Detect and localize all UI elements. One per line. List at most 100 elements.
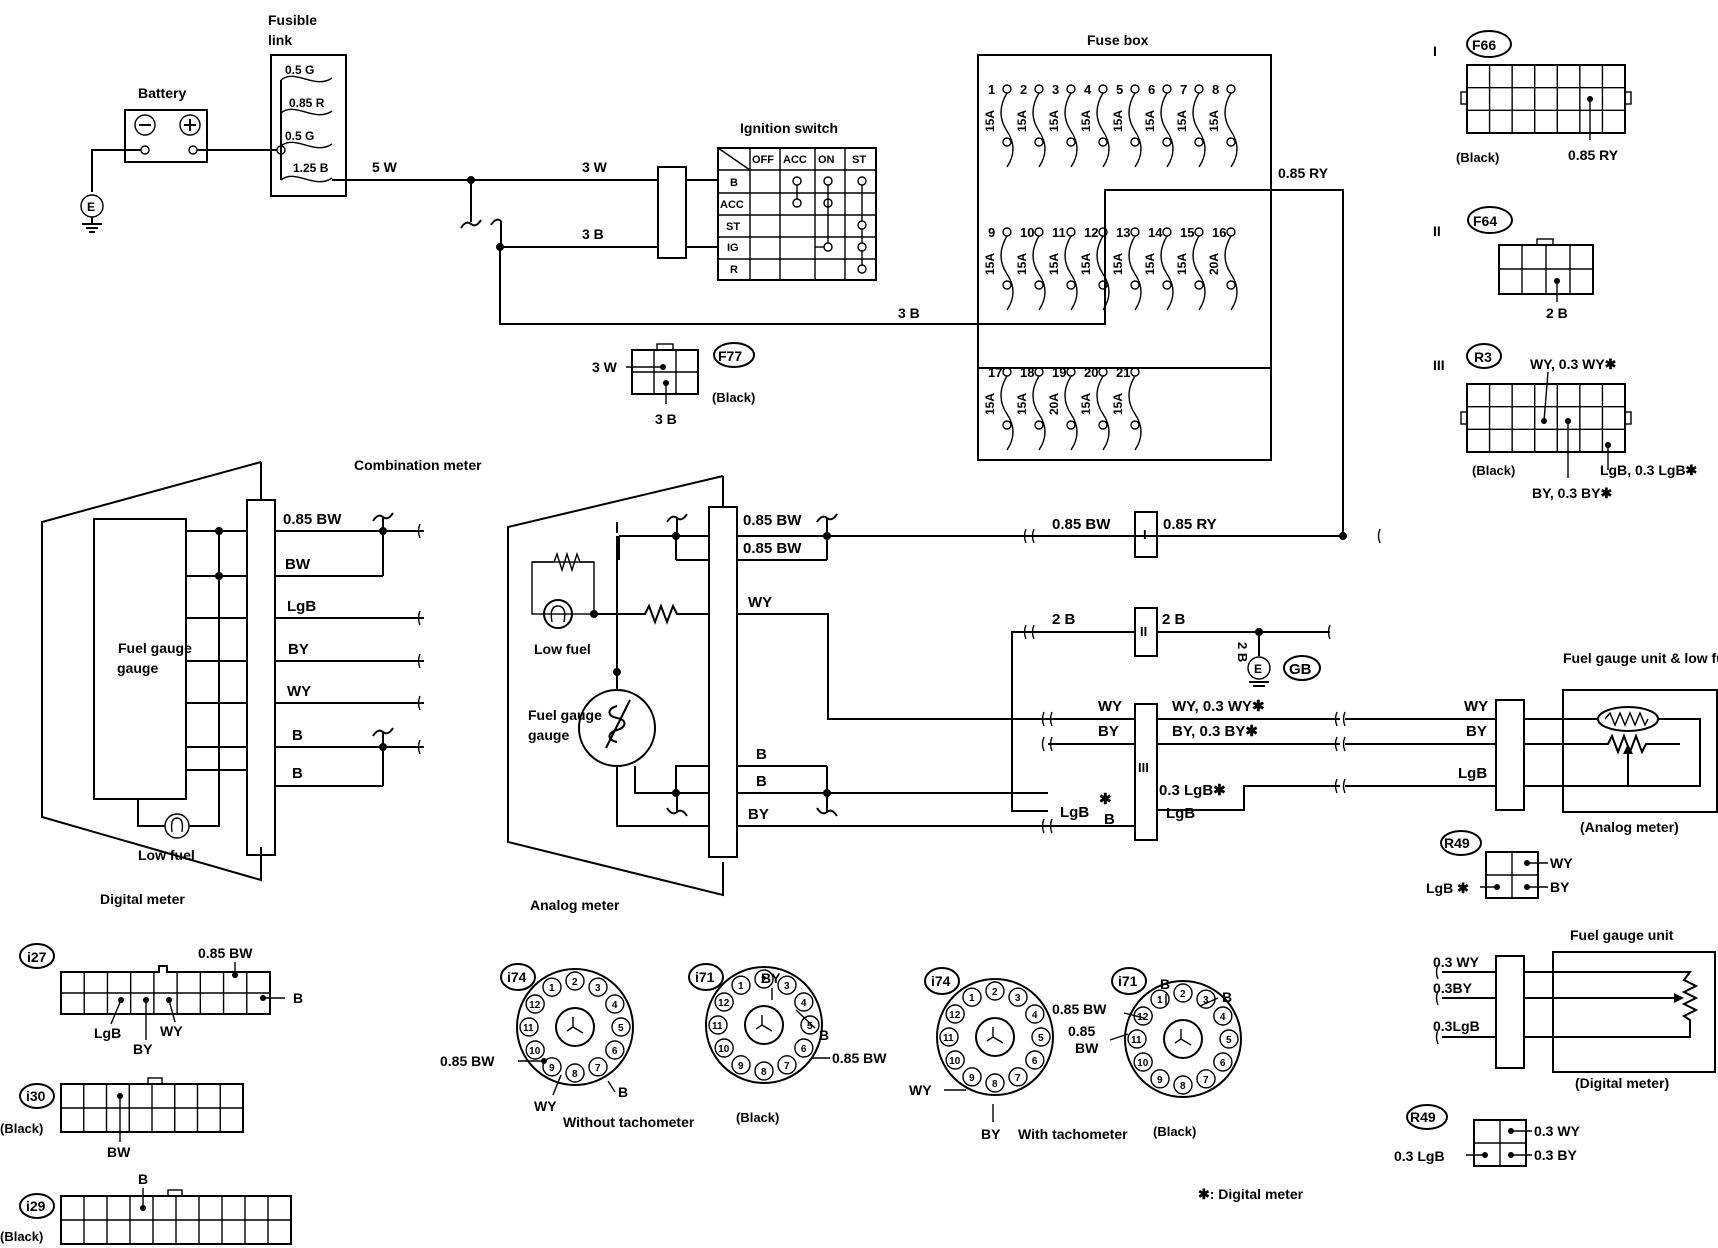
svg-text:R3: R3 — [1474, 349, 1492, 365]
svg-text:10: 10 — [718, 1044, 730, 1055]
svg-text:15A: 15A — [1175, 253, 1189, 275]
pin-8: 8 — [565, 1063, 585, 1083]
pin-7: 7 — [777, 1055, 797, 1075]
svg-text:15A: 15A — [1111, 253, 1125, 275]
svg-text:0.85 RY: 0.85 RY — [1568, 147, 1619, 163]
analog-meter: Low fuel Fuel gauge gauge Analog meter — [507, 475, 1343, 913]
svg-text:0.85 BW: 0.85 BW — [283, 511, 342, 528]
svg-text:20A: 20A — [1207, 253, 1221, 275]
svg-text:8: 8 — [1212, 82, 1219, 97]
svg-text:0.3 WY: 0.3 WY — [1534, 1123, 1581, 1139]
svg-text:1: 1 — [969, 993, 975, 1004]
fuel-gauge-unit-label: Fuel gauge unit — [1570, 927, 1674, 943]
pin-1: 1 — [1150, 989, 1170, 1009]
svg-text:7: 7 — [784, 1061, 790, 1072]
pin-8: 8 — [754, 1061, 774, 1081]
connector-r49-digital: R49 0.3 WY 0.3 BY 0.3 LgB — [1394, 1104, 1581, 1167]
svg-text:0.85 BW: 0.85 BW — [440, 1053, 495, 1069]
pin-8: 8 — [985, 1073, 1005, 1093]
svg-text:1.25 B: 1.25 B — [293, 161, 329, 175]
svg-text:5 W: 5 W — [372, 159, 398, 175]
svg-text:0.85 R: 0.85 R — [289, 96, 325, 110]
pin-1: 1 — [542, 977, 562, 997]
pin-3: 3 — [1196, 989, 1216, 1009]
svg-text:LgB: LgB — [1166, 805, 1195, 822]
without-tachometer-label: Without tachometer — [563, 1114, 695, 1130]
svg-text:B: B — [138, 1171, 148, 1187]
low-fuel-label-dig: Low fuel — [138, 847, 195, 863]
pin-7: 7 — [1008, 1067, 1028, 1087]
ignition-switch: Ignition switch OFF ACC ON ST B ACC ST I… — [657, 120, 877, 281]
fuel-gauge-label-an: Fuel gauge — [528, 707, 602, 723]
connector-r49-analog: R49 WY BY LgB ✱ — [1426, 830, 1573, 899]
svg-text:3: 3 — [1052, 82, 1059, 97]
svg-text:7: 7 — [595, 1063, 601, 1074]
digital-meter-paren: (Digital meter) — [1575, 1075, 1669, 1091]
svg-text:LgB: LgB — [94, 1025, 121, 1041]
svg-text:F64: F64 — [1473, 213, 1497, 229]
fuel-gauge-label-dig: Fuel gauge — [118, 640, 192, 656]
svg-text:BW: BW — [1075, 1040, 1099, 1056]
svg-text:III: III — [1138, 760, 1149, 775]
svg-text:9: 9 — [988, 225, 995, 240]
connector-II: II 2 B 2 B 2 B E GB — [1011, 607, 1331, 811]
svg-text:WY: WY — [1550, 855, 1573, 871]
svg-text:7: 7 — [1180, 82, 1187, 97]
svg-text:3 B: 3 B — [582, 226, 604, 242]
svg-text:19: 19 — [1052, 365, 1066, 380]
svg-text:B: B — [618, 1084, 628, 1100]
pin-11: 11 — [708, 1015, 728, 1035]
svg-text:15A: 15A — [1047, 253, 1061, 275]
svg-text:15A: 15A — [1111, 110, 1125, 132]
svg-text:2: 2 — [992, 987, 998, 998]
fuse-box-label: Fuse box — [1087, 32, 1149, 48]
svg-text:OFF: OFF — [752, 154, 774, 166]
svg-text:4: 4 — [1084, 82, 1092, 97]
svg-text:6: 6 — [1148, 82, 1155, 97]
svg-text:E: E — [1254, 662, 1262, 676]
earth-label: E — [87, 200, 95, 214]
svg-text:0.85 BW: 0.85 BW — [1052, 516, 1111, 533]
pin-6: 6 — [605, 1040, 625, 1060]
svg-text:15A: 15A — [1175, 110, 1189, 132]
svg-text:i30: i30 — [26, 1088, 46, 1104]
svg-text:LgB: LgB — [287, 598, 316, 615]
svg-text:15A: 15A — [1143, 253, 1157, 275]
svg-text:BY: BY — [288, 641, 309, 658]
svg-text:BW: BW — [107, 1144, 131, 1160]
svg-text:WY: WY — [287, 683, 311, 700]
svg-text:12: 12 — [718, 998, 730, 1009]
pin-3: 3 — [1008, 987, 1028, 1007]
svg-text:B: B — [756, 773, 767, 790]
connector-i30: i30 (Black) BW — [0, 1077, 244, 1160]
svg-text:WY: WY — [1464, 698, 1488, 715]
pin-6: 6 — [1213, 1052, 1233, 1072]
svg-text:11: 11 — [1052, 225, 1066, 240]
svg-text:BY: BY — [981, 1126, 1001, 1142]
svg-text:21: 21 — [1116, 365, 1130, 380]
svg-text:B: B — [730, 177, 738, 189]
svg-text:i71: i71 — [695, 969, 715, 985]
pin-6: 6 — [794, 1038, 814, 1058]
svg-text:15A: 15A — [1015, 253, 1029, 275]
pin-11: 11 — [519, 1017, 539, 1037]
svg-text:12: 12 — [529, 1000, 541, 1011]
pin-11: 11 — [939, 1027, 959, 1047]
svg-text:15A: 15A — [1079, 110, 1093, 132]
fuse-4: 4 15A — [1079, 82, 1110, 168]
svg-text:0.3 LgB: 0.3 LgB — [1394, 1148, 1445, 1164]
svg-text:5: 5 — [1038, 1033, 1044, 1044]
svg-text:R49: R49 — [1410, 1109, 1436, 1125]
digital-meter-label: Digital meter — [100, 891, 185, 907]
pin-4: 4 — [605, 994, 625, 1014]
svg-text:0.85 BW: 0.85 BW — [743, 540, 802, 557]
